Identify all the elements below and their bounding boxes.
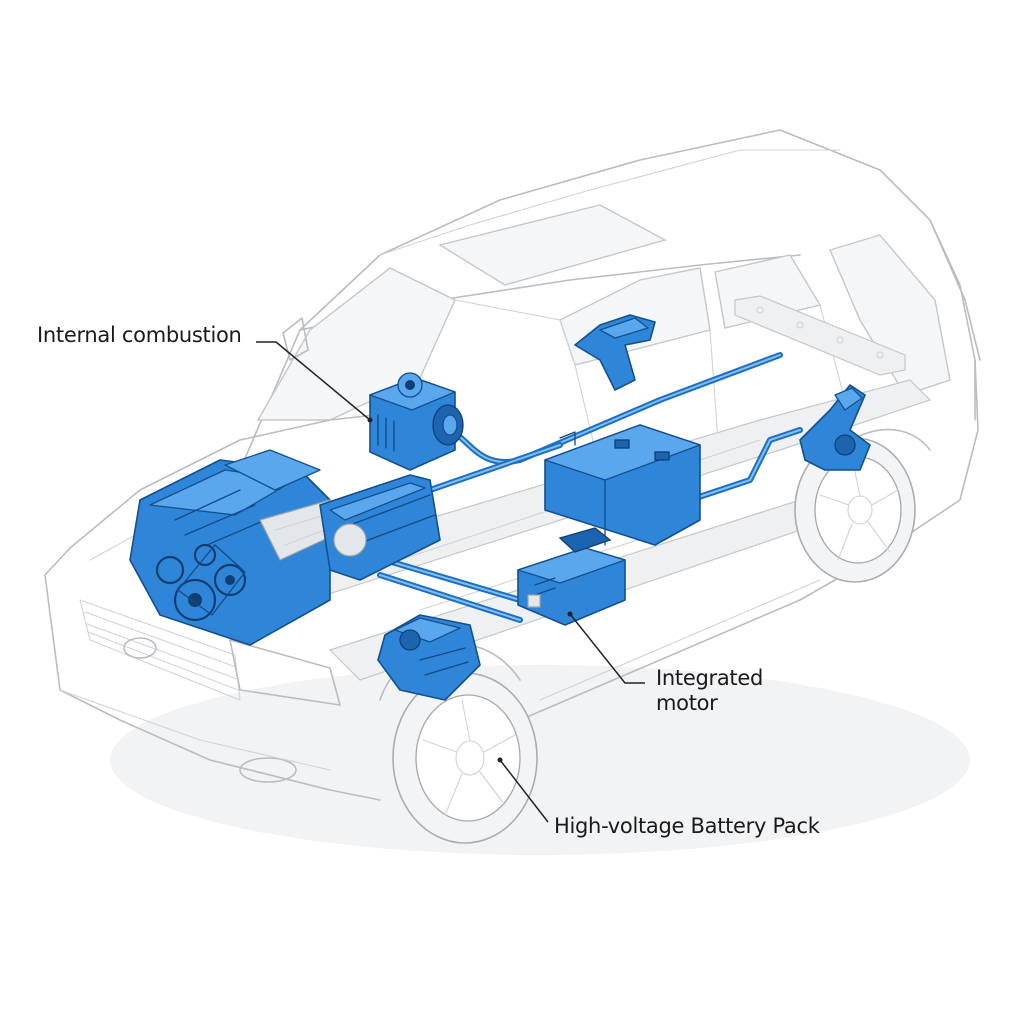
label-battery-pack-text: High-voltage Battery Pack: [554, 814, 820, 838]
front-wheel: [392, 672, 538, 844]
headlight: [229, 639, 341, 706]
ground-shadow: [110, 665, 970, 855]
transmission: [319, 474, 441, 581]
label-internal-combustion: Internal combustion: [37, 323, 242, 348]
rear-suspension-blue: [574, 314, 871, 471]
front-emblem: [123, 637, 157, 659]
front-drive-unit: [377, 614, 481, 701]
power-electronics: [517, 527, 626, 626]
fog-light: [239, 757, 297, 783]
integrated-motor-unit: [369, 372, 464, 471]
combustion-engine: [129, 449, 346, 646]
leader-integrated-motor: [569, 613, 645, 684]
leader-lines: [256, 341, 645, 823]
label-integrated-motor-line1: Integrated: [656, 666, 763, 690]
leader-internal-combustion: [256, 341, 371, 421]
label-integrated-motor-line2: motor: [656, 691, 718, 715]
side-window-rear: [829, 234, 951, 396]
grille: [79, 599, 241, 701]
rear-wheel: [794, 437, 916, 583]
label-battery-pack: High-voltage Battery Pack: [554, 814, 820, 839]
label-internal-combustion-text: Internal combustion: [37, 323, 242, 347]
label-integrated-motor: Integrated motor: [656, 666, 763, 716]
battery-pack: [544, 424, 701, 546]
leader-battery-pack: [499, 759, 549, 823]
sunroof: [438, 204, 667, 286]
